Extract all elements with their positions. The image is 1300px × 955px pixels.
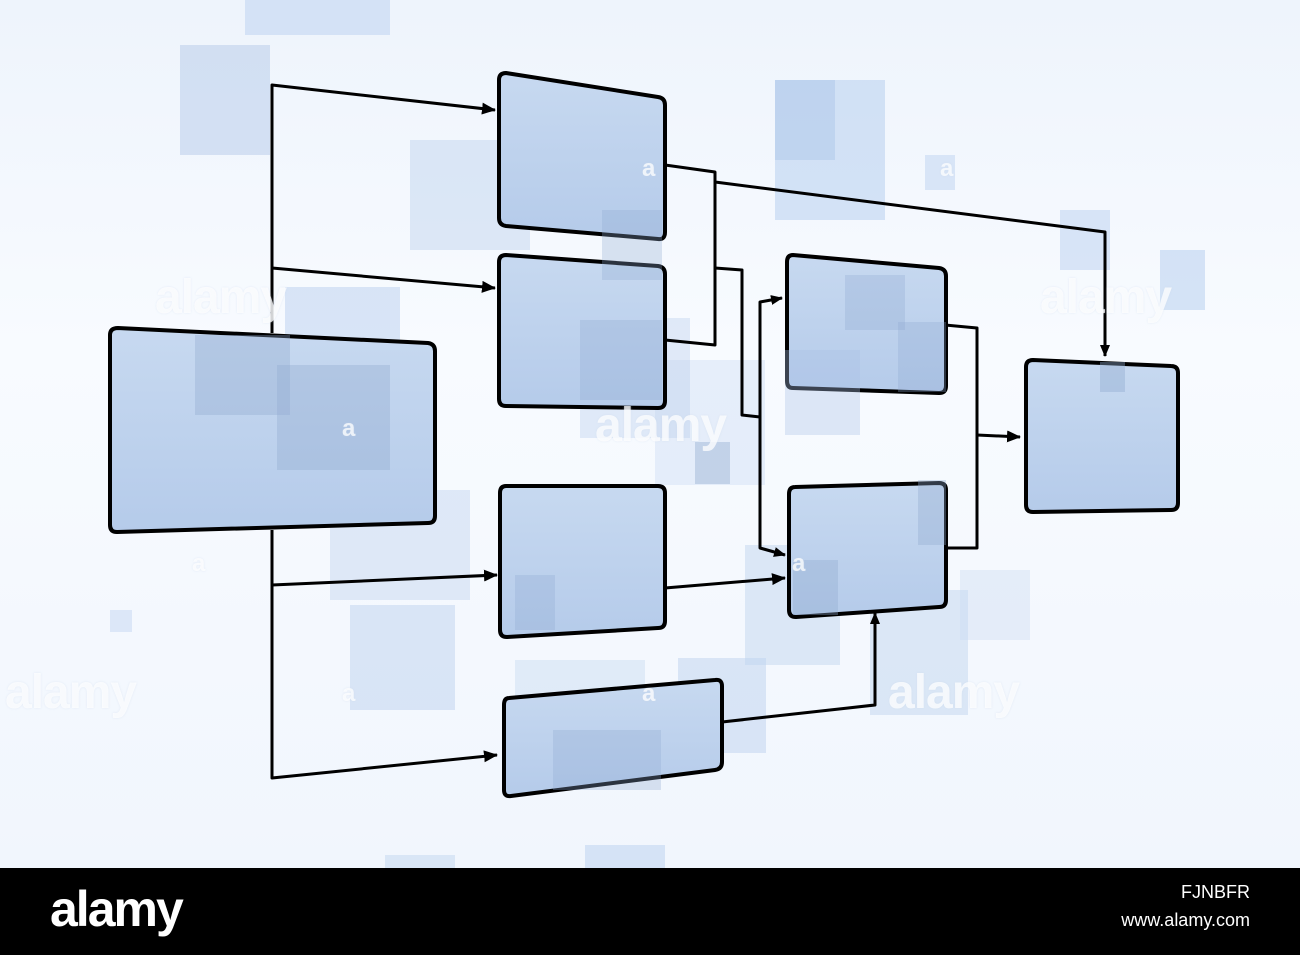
watermark-mark: a (792, 550, 805, 577)
overlay-square (898, 322, 946, 392)
footer-logo[interactable]: alamy (50, 881, 184, 937)
box-final (1024, 358, 1180, 514)
box-level1-a (497, 71, 667, 242)
box-level2-a (785, 253, 948, 395)
flowchart-boxes (108, 71, 1180, 799)
overlay-square (918, 480, 946, 545)
connector-box2-to-right-upper (714, 266, 783, 419)
bg-square (960, 570, 1030, 640)
connector-box2-side (664, 172, 717, 347)
bg-square (925, 155, 955, 190)
watermark-mark: a (940, 155, 953, 182)
trunk-lower (270, 530, 498, 780)
connectors (270, 83, 1110, 780)
bg-square (350, 605, 455, 710)
bg-square (585, 845, 665, 868)
footer-image-id: FJNBFR (1181, 882, 1250, 902)
connector-box4-to-right-lower (721, 612, 880, 724)
watermark-mark: a (342, 680, 355, 707)
flowchart-diagram (108, 0, 1205, 868)
footer-bar: alamy FJNBFR www.alamy.com (0, 868, 1300, 955)
overlay-square (695, 442, 730, 484)
bg-square (385, 855, 455, 868)
bg-square (245, 0, 390, 35)
trunk-upper (270, 83, 496, 333)
overlay-square (602, 210, 662, 280)
watermark-mark: a (642, 155, 655, 182)
connector-box2-to-right-lower (758, 417, 786, 557)
connector-right-upper-out (944, 323, 979, 435)
overlay-square (195, 335, 290, 415)
watermark-mark: a (342, 415, 355, 442)
overlay-square (845, 275, 905, 330)
watermark-text: alamy (1040, 271, 1172, 324)
overlay-square (580, 320, 662, 400)
overlay-squares (195, 210, 1125, 790)
watermark-text: alamy (5, 666, 137, 719)
footer-url[interactable]: www.alamy.com (1121, 910, 1250, 930)
box-level1-c (498, 484, 667, 639)
box-level1-b (497, 253, 667, 410)
overlay-square (515, 575, 555, 630)
connector-box3-to-right-lower (664, 573, 786, 590)
box-root (108, 326, 437, 534)
connector-right-lower-out (945, 430, 1021, 550)
watermark-mark: a (642, 680, 655, 707)
box-level2-b (787, 481, 948, 619)
watermark-text: alamy (595, 399, 727, 452)
bg-square (655, 360, 765, 485)
overlay-square (277, 365, 390, 470)
overlay-square (553, 730, 661, 790)
bg-square (1160, 250, 1205, 310)
overlay-square (793, 560, 838, 615)
flowchart-stage: alamy alamy alamy alamy alamy a a a a a … (0, 0, 1300, 868)
watermark-mark: a (192, 550, 205, 577)
bg-square (1060, 210, 1110, 270)
watermark-text: alamy (888, 666, 1020, 719)
bg-square (775, 80, 835, 160)
bg-square (180, 45, 270, 155)
overlay-square (785, 350, 860, 435)
box-level1-d (502, 677, 724, 799)
connector-to-box3 (271, 569, 498, 587)
bg-square (110, 610, 132, 632)
watermark-text: alamy (155, 271, 287, 324)
connector-to-box2 (271, 266, 496, 293)
overlay-square (1100, 362, 1125, 392)
